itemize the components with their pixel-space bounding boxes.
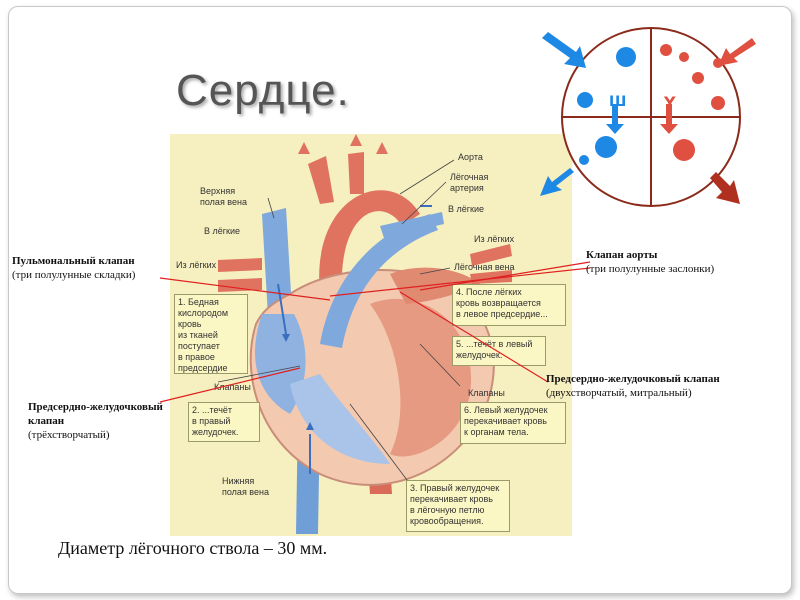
bottom-note: Диаметр лёгочного ствола – 30 мм. [58, 538, 328, 558]
blue-dot [579, 155, 589, 165]
label-pulmonary-artery: Лёгочная артерия [450, 172, 489, 193]
pulmonary-trunk-shape [320, 214, 438, 348]
label-inferior-vena-cava: Нижняя полая вена [222, 476, 269, 497]
arrow-red-in-icon [718, 38, 756, 66]
step-box-6: 6. Левый желудочек перекачивает кровь к … [460, 402, 566, 444]
circle-letter-left: Ш [609, 94, 627, 110]
label-superior-vena-cava: Верхняя полая вена [200, 186, 247, 207]
label-to-lungs-left: В лёгкие [204, 226, 241, 236]
right-ventricle-shape [290, 374, 390, 464]
slide-title: Сердце. [176, 66, 350, 115]
arrow-blue-in-icon [542, 32, 586, 68]
red-dot [679, 52, 689, 62]
caption-aortic-title: Клапан аорты [586, 249, 658, 261]
arrow-blue-down-icon [606, 104, 624, 134]
caption-pulmonary-title: Пульмональный клапан [12, 255, 135, 267]
arrow-blue-out-icon [540, 168, 574, 196]
label-aorta: Аорта [458, 152, 483, 162]
aortic-arch-shape [319, 190, 420, 294]
caption-tricuspid-sub: (трёхстворчатый) [28, 429, 110, 441]
label-valves-right: Клапаны [468, 388, 505, 398]
blue-dot [616, 47, 636, 67]
red-dot [711, 96, 725, 110]
caption-tricuspid-title: Предсердно-желудочковый [28, 401, 163, 413]
red-dot [660, 44, 672, 56]
blue-dot [577, 92, 593, 108]
caption-aortic-sub: (три полулунные заслонки) [586, 263, 715, 275]
label-from-lungs-left: Из лёгких [176, 260, 217, 270]
caption-tricuspid-title-2: клапан [28, 415, 65, 427]
step-box-3: 3. Правый желудочек перекачивает кровь в… [406, 480, 510, 532]
circle-letter-right: Y [664, 93, 676, 112]
step-box-2: 2. ...течёт в правый желудочек. [188, 402, 260, 442]
arrow-red-down-icon [660, 104, 678, 134]
red-dot [692, 72, 704, 84]
blue-dot [595, 136, 617, 158]
red-dot [673, 139, 695, 161]
caption-pulmonary-sub: (три полулунные складки) [12, 269, 136, 281]
label-from-lungs-right: Из лёгких [474, 234, 515, 244]
step-box-1: 1. Бедная кислородом кровь из тканей пос… [174, 294, 248, 374]
arrow-red-out-icon [710, 172, 740, 204]
caption-mitral-sub: (двухстворчатый, митральный) [546, 387, 692, 399]
caption-mitral-title: Предсердно-желудочковый клапан [546, 373, 720, 385]
label-to-lungs-right: В лёгкие [448, 204, 485, 214]
